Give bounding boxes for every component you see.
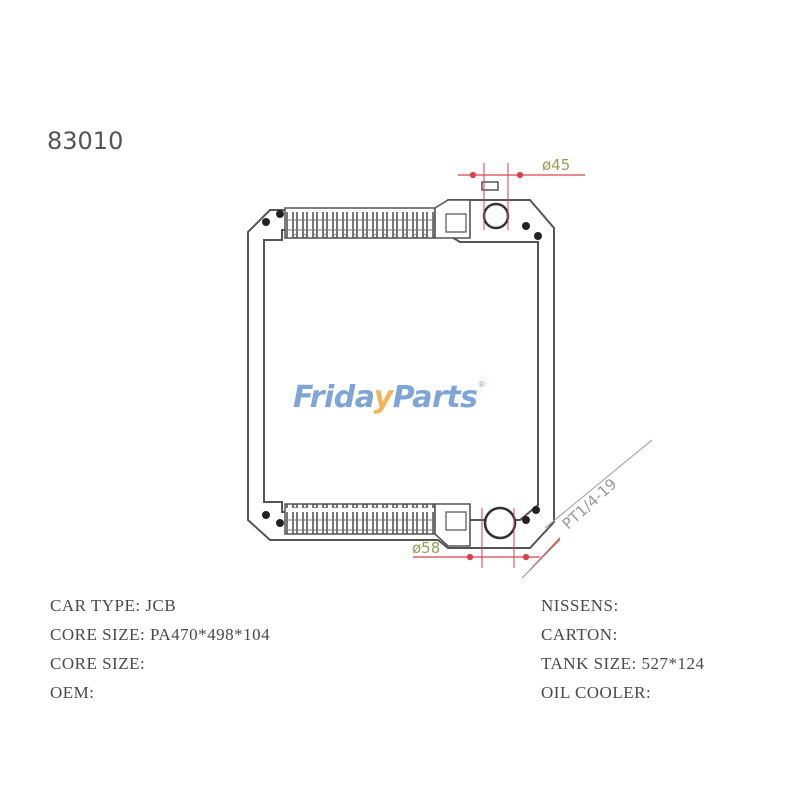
spec-oil-cooler: OIL COOLER: — [541, 681, 704, 710]
spec-value: JCB — [140, 596, 177, 615]
spec-nissens: NISSENS: — [541, 594, 704, 623]
spec-label: CARTON: — [541, 625, 618, 644]
bottom-tank — [284, 503, 471, 547]
watermark-tick: y — [373, 380, 394, 415]
spec-core-size: CORE SIZE: PA470*498*104 — [50, 623, 270, 652]
spec-value: 527*124 — [636, 654, 705, 673]
spec-label: TANK SIZE: — [541, 654, 637, 673]
watermark-text-2: Parts — [392, 380, 478, 415]
top-pipe-dimension: ø45 — [542, 156, 570, 174]
spec-oem: OEM: — [50, 681, 270, 710]
part-number: 83010 — [47, 127, 124, 155]
specs-left: CAR TYPE: JCB CORE SIZE: PA470*498*104 C… — [50, 594, 270, 710]
watermark-text-1: Frida — [293, 380, 374, 415]
spec-label: CAR TYPE: — [50, 596, 141, 615]
radiator-frame — [247, 199, 555, 549]
bottom-pipe-dimension: ø58 — [412, 539, 440, 557]
spec-label: OIL COOLER: — [541, 683, 652, 702]
watermark-logo: FridayParts® — [293, 380, 485, 415]
registered-mark: ® — [477, 380, 485, 389]
thread-dimension: PT1/4-19 — [559, 475, 621, 533]
bottom-pipe — [483, 506, 517, 540]
dimension-lines — [413, 163, 585, 571]
spec-core-size-2: CORE SIZE: — [50, 652, 270, 681]
specs-right: NISSENS: CARTON: TANK SIZE: 527*124 OIL … — [541, 594, 704, 710]
spec-carton: CARTON: — [541, 623, 704, 652]
spec-value: PA470*498*104 — [145, 625, 271, 644]
mounting-bolts — [262, 210, 542, 527]
spec-label: NISSENS: — [541, 596, 619, 615]
top-tank — [284, 199, 471, 239]
top-pipe — [482, 202, 510, 230]
spec-car-type: CAR TYPE: JCB — [50, 594, 270, 623]
spec-tank-size: TANK SIZE: 527*124 — [541, 652, 704, 681]
spec-label: CORE SIZE: — [50, 654, 146, 673]
spec-label: OEM: — [50, 683, 95, 702]
spec-label: CORE SIZE: — [50, 625, 146, 644]
